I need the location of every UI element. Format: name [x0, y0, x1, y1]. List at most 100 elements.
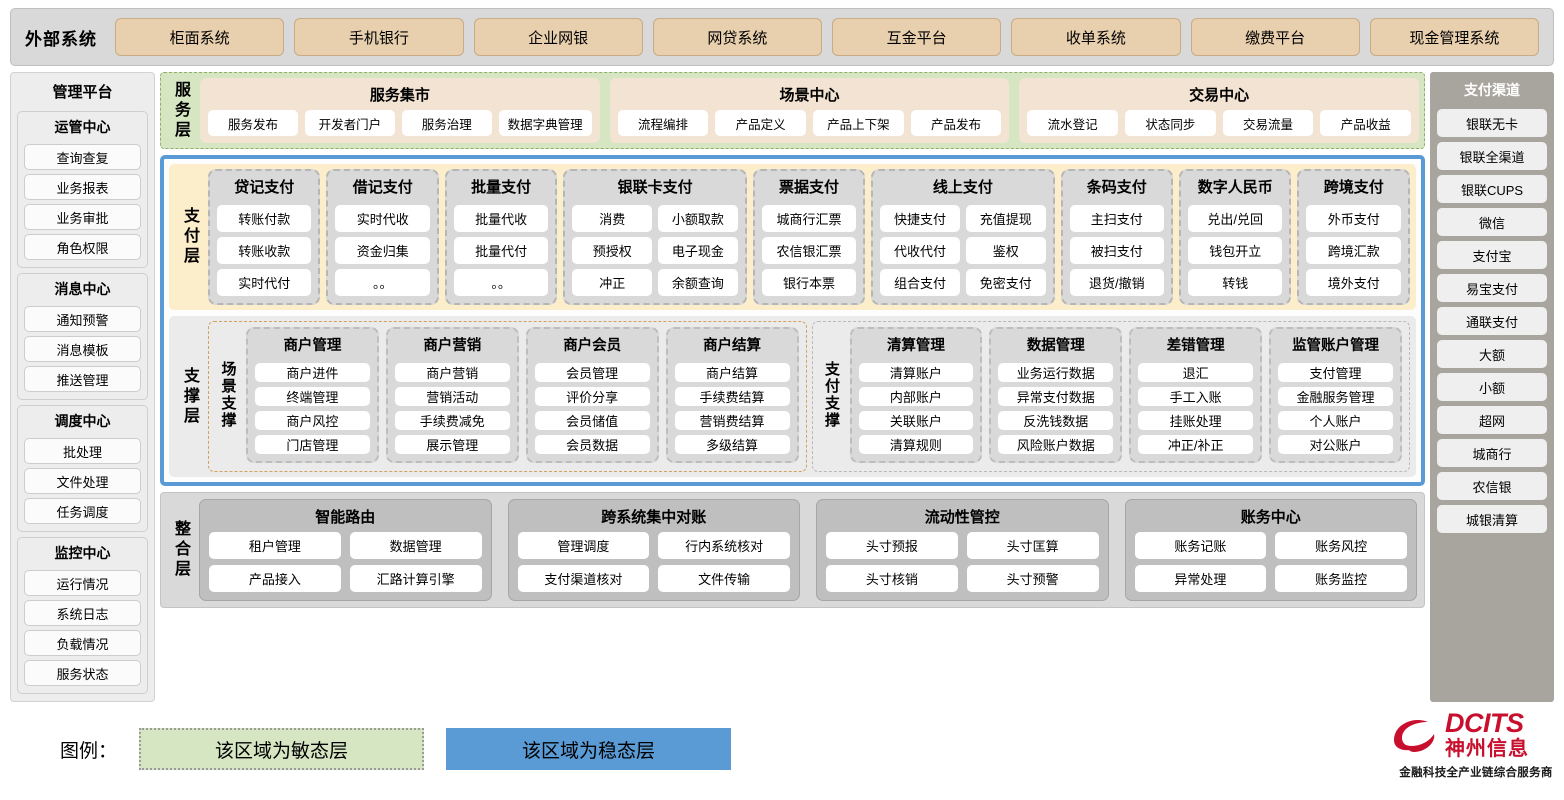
- management-item[interactable]: 角色权限: [24, 234, 141, 260]
- payment-item[interactable]: 批量代付: [453, 237, 549, 264]
- management-item[interactable]: 业务报表: [24, 174, 141, 200]
- service-chip[interactable]: 流水登记: [1027, 110, 1119, 136]
- management-item[interactable]: 负载情况: [24, 630, 141, 656]
- payment-item[interactable]: 实时代付: [217, 269, 312, 296]
- payment-support-item[interactable]: 支付管理: [1278, 363, 1393, 382]
- management-item[interactable]: 业务审批: [24, 204, 141, 230]
- scene-support-item[interactable]: 营销活动: [394, 387, 510, 406]
- management-item[interactable]: 系统日志: [24, 600, 141, 626]
- service-chip[interactable]: 流程编排: [617, 110, 709, 136]
- payment-item[interactable]: 。。: [453, 269, 549, 296]
- scene-support-item[interactable]: 会员数据: [534, 435, 650, 454]
- integration-item[interactable]: 头寸预警: [966, 565, 1099, 592]
- payment-item[interactable]: 组合支付: [880, 269, 960, 296]
- service-chip[interactable]: 服务发布: [208, 110, 298, 136]
- payment-channel-item[interactable]: 大额: [1437, 340, 1547, 368]
- integration-item[interactable]: 数据管理: [349, 532, 482, 559]
- integration-item[interactable]: 头寸预报: [826, 532, 958, 559]
- integration-item[interactable]: 汇路计算引擎: [349, 565, 482, 592]
- payment-support-item[interactable]: 反洗钱数据: [998, 411, 1114, 430]
- management-item[interactable]: 运行情况: [24, 570, 141, 596]
- payment-item[interactable]: 预授权: [572, 237, 653, 264]
- integration-item[interactable]: 租户管理: [209, 532, 341, 559]
- scene-support-item[interactable]: 商户风控: [255, 411, 370, 430]
- payment-channel-item[interactable]: 微信: [1437, 208, 1547, 236]
- external-system-item[interactable]: 手机银行: [294, 18, 464, 56]
- management-item[interactable]: 查询查复: [24, 144, 141, 170]
- payment-item[interactable]: 退货/撤销: [1069, 269, 1164, 296]
- external-system-item[interactable]: 企业网银: [473, 18, 643, 56]
- integration-item[interactable]: 支付渠道核对: [517, 565, 650, 592]
- payment-channel-item[interactable]: 支付宝: [1437, 241, 1547, 269]
- integration-item[interactable]: 管理调度: [517, 532, 650, 559]
- payment-support-item[interactable]: 对公账户: [1278, 435, 1393, 454]
- payment-channel-item[interactable]: 超网: [1437, 406, 1547, 434]
- service-chip[interactable]: 产品收益: [1320, 110, 1412, 136]
- payment-item[interactable]: 充值提现: [965, 205, 1046, 232]
- management-item[interactable]: 通知预警: [24, 306, 141, 332]
- service-chip[interactable]: 产品定义: [715, 110, 807, 136]
- payment-item[interactable]: 电子现金: [658, 237, 738, 264]
- scene-support-item[interactable]: 商户结算: [674, 363, 790, 382]
- payment-item[interactable]: 农信银汇票: [761, 237, 857, 264]
- payment-item[interactable]: 消费: [572, 205, 653, 232]
- payment-channel-item[interactable]: 小额: [1437, 373, 1547, 401]
- service-chip[interactable]: 产品发布: [910, 110, 1002, 136]
- integration-item[interactable]: 头寸匡算: [966, 532, 1099, 559]
- payment-item[interactable]: 余额查询: [658, 269, 738, 296]
- payment-support-item[interactable]: 关联账户: [858, 411, 974, 430]
- payment-channel-item[interactable]: 易宝支付: [1437, 274, 1547, 302]
- management-item[interactable]: 消息模板: [24, 336, 141, 362]
- scene-support-item[interactable]: 终端管理: [255, 387, 370, 406]
- payment-item[interactable]: 跨境汇款: [1306, 237, 1401, 264]
- scene-support-item[interactable]: 商户营销: [394, 363, 510, 382]
- scene-support-item[interactable]: 门店管理: [255, 435, 370, 454]
- payment-item[interactable]: 被扫支付: [1069, 237, 1164, 264]
- service-chip[interactable]: 产品上下架: [813, 110, 904, 136]
- payment-channel-item[interactable]: 城商行: [1437, 439, 1547, 467]
- scene-support-item[interactable]: 商户进件: [255, 363, 370, 382]
- payment-item[interactable]: 转账收款: [217, 237, 312, 264]
- payment-support-item[interactable]: 挂账处理: [1138, 411, 1254, 430]
- service-chip[interactable]: 服务治理: [401, 110, 492, 136]
- payment-channel-item[interactable]: 银联无卡: [1437, 109, 1547, 137]
- payment-channel-item[interactable]: 城银清算: [1437, 505, 1547, 533]
- payment-support-item[interactable]: 退汇: [1138, 363, 1254, 382]
- integration-item[interactable]: 头寸核销: [826, 565, 958, 592]
- integration-item[interactable]: 产品接入: [209, 565, 341, 592]
- payment-item[interactable]: 境外支付: [1306, 269, 1401, 296]
- payment-item[interactable]: 批量代收: [453, 205, 549, 232]
- payment-item[interactable]: 资金归集: [335, 237, 430, 264]
- payment-item[interactable]: 免密支付: [965, 269, 1046, 296]
- scene-support-item[interactable]: 评价分享: [534, 387, 650, 406]
- payment-support-item[interactable]: 个人账户: [1278, 411, 1393, 430]
- external-system-item[interactable]: 现金管理系统: [1369, 18, 1539, 56]
- integration-item[interactable]: 账务风控: [1275, 532, 1407, 559]
- integration-item[interactable]: 账务监控: [1275, 565, 1407, 592]
- payment-item[interactable]: 主扫支付: [1069, 205, 1164, 232]
- scene-support-item[interactable]: 手续费结算: [674, 387, 790, 406]
- payment-support-item[interactable]: 金融服务管理: [1278, 387, 1393, 406]
- payment-support-item[interactable]: 手工入账: [1138, 387, 1254, 406]
- payment-support-item[interactable]: 清算规则: [858, 435, 974, 454]
- payment-support-item[interactable]: 业务运行数据: [998, 363, 1114, 382]
- payment-support-item[interactable]: 清算账户: [858, 363, 974, 382]
- management-item[interactable]: 文件处理: [24, 468, 141, 494]
- payment-support-item[interactable]: 内部账户: [858, 387, 974, 406]
- external-system-item[interactable]: 柜面系统: [115, 18, 285, 56]
- service-chip[interactable]: 交易流量: [1222, 110, 1314, 136]
- payment-item[interactable]: 转账付款: [217, 205, 312, 232]
- payment-support-item[interactable]: 异常支付数据: [998, 387, 1114, 406]
- payment-item[interactable]: 代收代付: [880, 237, 960, 264]
- scene-support-item[interactable]: 手续费减免: [394, 411, 510, 430]
- scene-support-item[interactable]: 营销费结算: [674, 411, 790, 430]
- payment-item[interactable]: 。。: [335, 269, 430, 296]
- integration-item[interactable]: 行内系统核对: [658, 532, 790, 559]
- scene-support-item[interactable]: 会员管理: [534, 363, 650, 382]
- integration-item[interactable]: 文件传输: [658, 565, 790, 592]
- payment-item[interactable]: 外币支付: [1306, 205, 1401, 232]
- management-item[interactable]: 服务状态: [24, 660, 141, 686]
- scene-support-item[interactable]: 展示管理: [394, 435, 510, 454]
- scene-support-item[interactable]: 多级结算: [674, 435, 790, 454]
- payment-item[interactable]: 钱包开立: [1188, 237, 1283, 264]
